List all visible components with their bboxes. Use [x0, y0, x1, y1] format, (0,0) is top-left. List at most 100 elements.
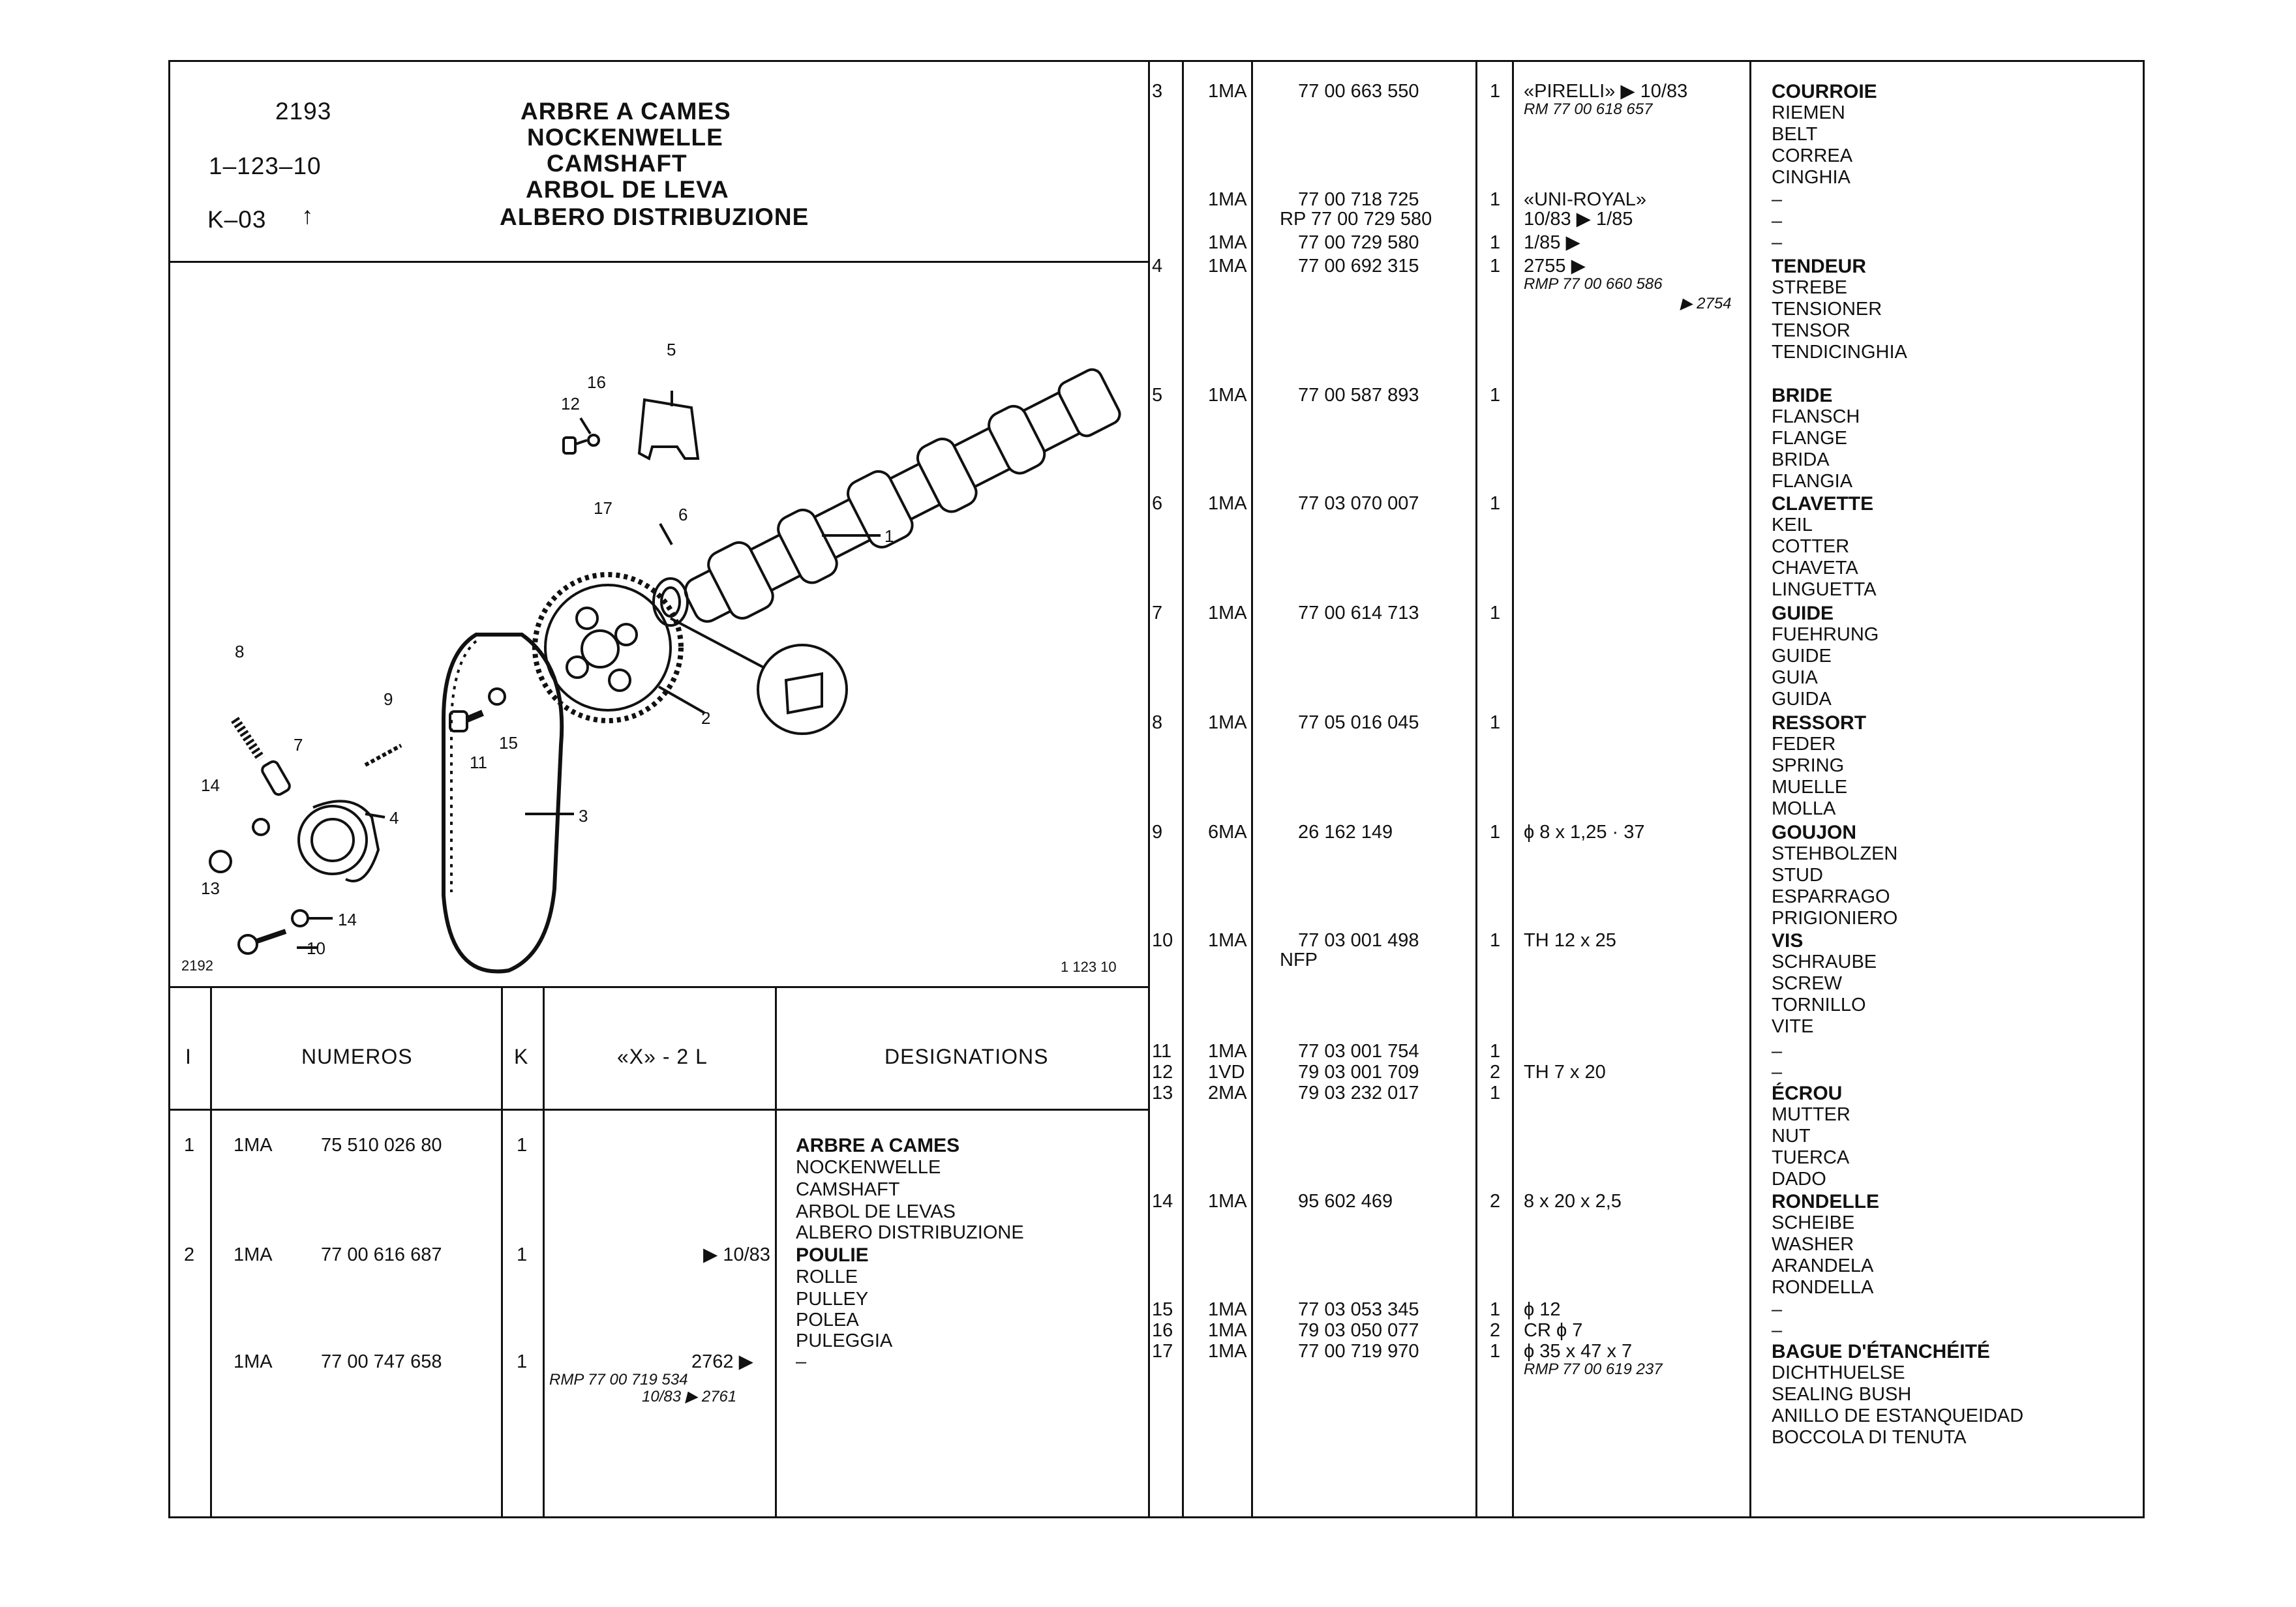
right-row-desig: FLANSCH — [1772, 406, 1860, 427]
right-row-num: 77 00 663 550 — [1298, 81, 1419, 102]
left-row-3-note: 2762 ▶ — [691, 1351, 753, 1372]
left-row-1-mod: 1MA — [234, 1135, 273, 1156]
right-row-desig: TUERCA — [1772, 1147, 1850, 1168]
left-row-2-item: 2 — [184, 1244, 195, 1265]
right-row-note: TH 12 x 25 — [1524, 930, 1616, 951]
right-row-desig: MUELLE — [1772, 777, 1848, 798]
right-row-desig: VITE — [1772, 1016, 1814, 1037]
right-row-desig: BRIDA — [1772, 449, 1830, 470]
header-code: 2193 — [275, 98, 332, 125]
right-row-note: 2755 ▶ — [1524, 256, 1586, 277]
right-row-desig: – — [1772, 211, 1783, 232]
right-row-note: «PIRELLI» ▶ 10/83 — [1524, 81, 1688, 102]
right-row-desig: WASHER — [1772, 1234, 1854, 1255]
left-row-1-desig-4: ALBERO DISTRIBUZIONE — [796, 1222, 1024, 1243]
left-panel-right-border — [1148, 60, 1150, 1518]
header-title-fr: ARBRE A CAMES — [521, 98, 731, 125]
right-row-note: CR ϕ 7 — [1524, 1320, 1583, 1341]
header-title-de: NOCKENWELLE — [527, 124, 723, 151]
callout-14a: 14 — [201, 775, 220, 795]
callout-5: 5 — [667, 340, 676, 359]
right-row-desig: SPRING — [1772, 755, 1845, 776]
spring-shape — [231, 717, 265, 761]
right-row-item: 5 — [1152, 385, 1163, 406]
right-row-mod: 1MA — [1208, 1299, 1247, 1320]
right-row-qty: 1 — [1490, 1041, 1501, 1062]
right-row-desig: SCREW — [1772, 973, 1842, 994]
left-row-3-note2: RMP 77 00 719 534 — [549, 1371, 688, 1389]
right-row-item: 6 — [1152, 493, 1163, 514]
right-row-desig: BOCCOLA DI TENUTA — [1772, 1427, 1967, 1448]
illustration-divider — [168, 986, 1148, 988]
right-row-desig: FLANGIA — [1772, 471, 1853, 492]
right-row-num: 77 03 001 754 — [1298, 1041, 1419, 1062]
header-key: K–03 — [207, 206, 267, 233]
left-col-sep-1 — [210, 986, 212, 1518]
right-row-desig: GOUJON — [1772, 822, 1857, 843]
right-row-qty: 2 — [1490, 1191, 1501, 1212]
right-row-num: 77 00 587 893 — [1298, 385, 1419, 406]
right-row-desig: CORREA — [1772, 145, 1853, 166]
right-row-item: 7 — [1152, 603, 1163, 623]
right-col-sep-4 — [1512, 60, 1514, 1518]
right-row-desig: NUT — [1772, 1126, 1811, 1147]
right-row-desig: SCHRAUBE — [1772, 952, 1877, 972]
sprocket-shape — [532, 572, 684, 723]
left-row-2-desig-2: PULLEY — [796, 1289, 869, 1310]
right-row-item: 13 — [1152, 1083, 1173, 1104]
seal-ring-shape — [652, 577, 689, 627]
right-row-qty: 1 — [1490, 822, 1501, 843]
right-row-item: 17 — [1152, 1341, 1173, 1362]
exploded-view-illustration: 1 2 3 4 5 6 7 8 9 10 11 12 13 14 14 15 1… — [201, 340, 1121, 974]
right-row-desig: DICHTHUELSE — [1772, 1362, 1905, 1383]
illustration-ref-left: 2192 — [181, 957, 213, 974]
right-row-mod: 1MA — [1208, 81, 1247, 102]
right-row-num: 79 03 050 077 — [1298, 1320, 1419, 1341]
right-row-mod: 1MA — [1208, 385, 1247, 406]
seal-detail-circle — [757, 644, 848, 735]
right-row-desig: STUD — [1772, 865, 1823, 886]
left-row-3-note3: 10/83 ▶ 2761 — [642, 1388, 737, 1405]
right-row-note3: ▶ 2754 — [1680, 295, 1732, 312]
left-row-1-desig-1: NOCKENWELLE — [796, 1157, 941, 1178]
callout-7: 7 — [294, 735, 303, 755]
col-header-item: I — [185, 1045, 192, 1068]
right-row-num: 77 03 001 498 — [1298, 930, 1419, 951]
right-row-desig: STREBE — [1772, 277, 1848, 298]
right-row-note2: RMP 77 00 619 237 — [1524, 1360, 1663, 1378]
right-row-item: 16 — [1152, 1320, 1173, 1341]
left-row-2-qty: 1 — [517, 1244, 528, 1265]
right-row-item: 10 — [1152, 930, 1173, 951]
callout-11: 11 — [470, 753, 487, 772]
right-row-desig: TORNILLO — [1772, 995, 1866, 1015]
left-row-2-num: 77 00 616 687 — [321, 1244, 442, 1265]
right-row-qty: 1 — [1490, 189, 1501, 210]
right-row-desig: GUIA — [1772, 667, 1818, 688]
right-row-note: ϕ 8 x 1,25 · 37 — [1524, 822, 1645, 843]
right-row-item: 9 — [1152, 822, 1163, 843]
right-row-mod: 2MA — [1208, 1083, 1247, 1104]
right-row-desig: DADO — [1772, 1169, 1826, 1190]
right-row-qty: 2 — [1490, 1062, 1501, 1083]
right-col-sep-2 — [1251, 60, 1253, 1518]
right-row-mod: 1MA — [1208, 1320, 1247, 1341]
right-row-mod: 1MA — [1208, 603, 1247, 623]
right-row-desig: – — [1772, 232, 1783, 253]
right-row-mod: 1MA — [1208, 712, 1247, 733]
header-title-it: ALBERO DISTRIBUZIONE — [500, 203, 809, 230]
left-row-1-desig-0: ARBRE A CAMES — [796, 1135, 960, 1156]
callout-14b: 14 — [338, 910, 357, 929]
right-row-num: 77 00 729 580 — [1298, 232, 1419, 253]
right-row-item: 12 — [1152, 1062, 1173, 1083]
right-row-mod: 1MA — [1208, 1191, 1247, 1212]
right-row-note2: RMP 77 00 660 586 — [1524, 275, 1663, 293]
right-row-mod: 1MA — [1208, 1341, 1247, 1362]
catalog-frame — [168, 60, 2145, 1518]
col-header-x2l: «X» - 2 L — [617, 1045, 708, 1068]
left-row-1-qty: 1 — [517, 1135, 528, 1156]
callout-2: 2 — [701, 708, 710, 728]
right-row-item: 4 — [1152, 256, 1163, 277]
flange-shape — [637, 398, 700, 460]
right-row-desig: CINGHIA — [1772, 167, 1850, 188]
right-row-item: 11 — [1152, 1041, 1172, 1062]
